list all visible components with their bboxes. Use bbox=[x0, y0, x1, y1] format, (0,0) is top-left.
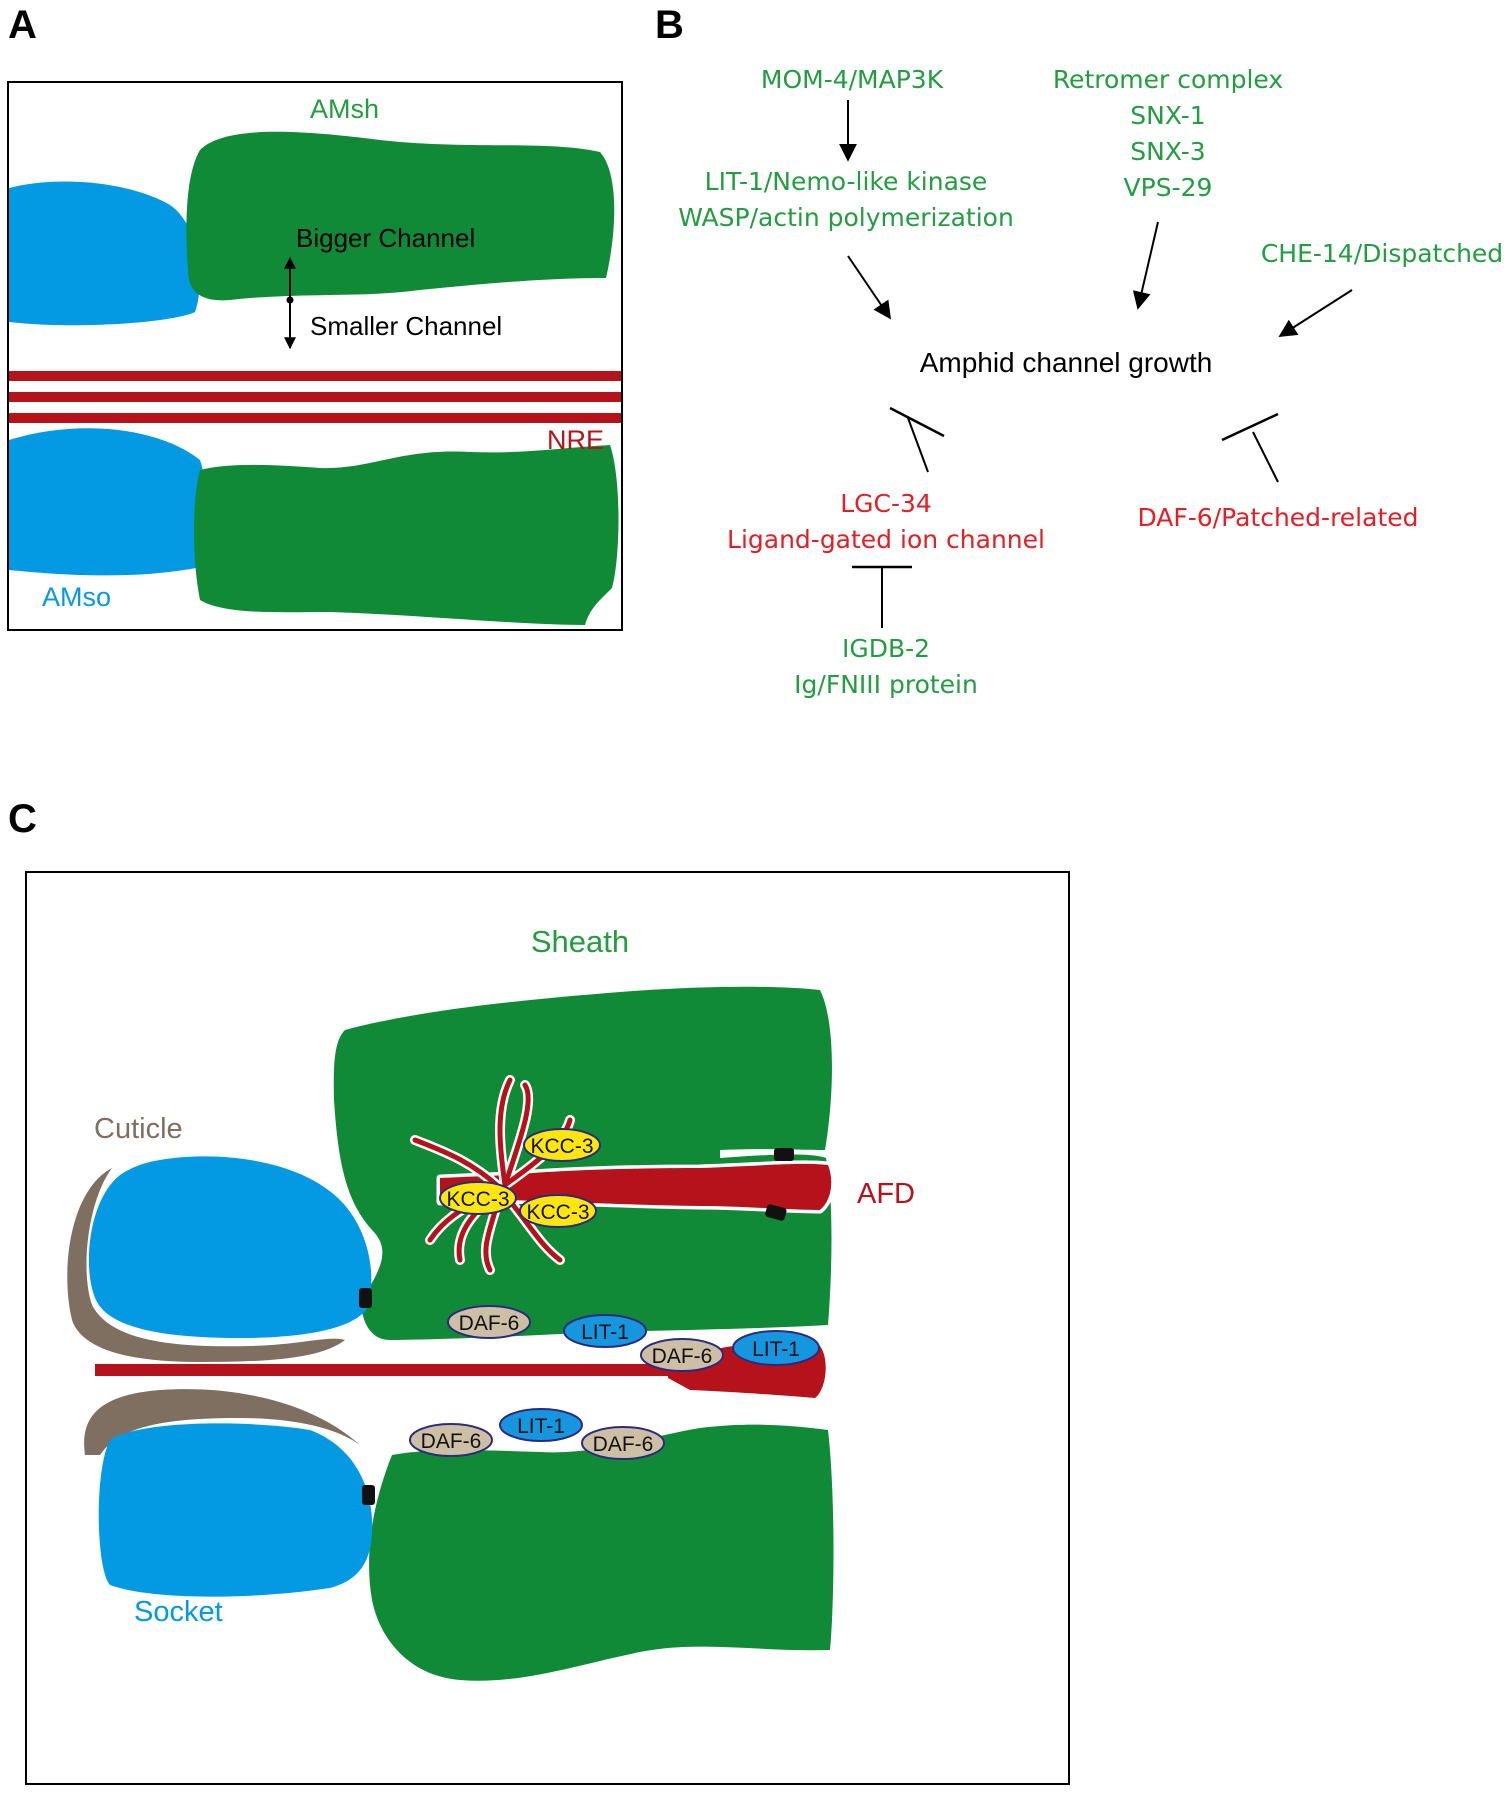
lgc34-inhibition-bar bbox=[889, 406, 945, 438]
junction-4 bbox=[362, 1485, 375, 1505]
panel-a-frame bbox=[7, 81, 623, 631]
retromer-label: Retromer complex bbox=[1053, 65, 1283, 94]
daf6-protein-4: DAF-6 bbox=[581, 1426, 665, 1460]
lower-sheath-shape bbox=[194, 445, 619, 625]
panel-c-frame bbox=[25, 871, 1070, 1785]
panel-c: C Sheath Cuticle AFD Socket bbox=[8, 797, 1070, 1785]
kcc3-protein-1: KCC-3 bbox=[523, 1128, 601, 1162]
junction-2 bbox=[765, 1204, 787, 1221]
daf6-protein-3: DAF-6 bbox=[409, 1423, 493, 1457]
nre-stripe-1 bbox=[9, 371, 621, 381]
retromer-to-growth-arrow bbox=[1132, 221, 1159, 310]
igdb2-label-line1: IGDB-2 bbox=[842, 634, 930, 663]
lit1-label-3: LIT-1 bbox=[517, 1415, 565, 1438]
kcc3-label-2: KCC-3 bbox=[446, 1188, 509, 1211]
smaller-channel-label: Smaller Channel bbox=[310, 311, 502, 341]
upper-cuticle bbox=[67, 1168, 345, 1362]
snx1-label: SNX-1 bbox=[1130, 101, 1205, 130]
lit1-to-growth-arrow bbox=[847, 255, 892, 320]
panel-a-letter: A bbox=[8, 3, 37, 47]
amsh-label: AMsh bbox=[310, 94, 379, 124]
lit1-protein-3: LIT-1 bbox=[499, 1408, 583, 1442]
snx3-label: SNX-3 bbox=[1130, 137, 1205, 166]
kcc3-label-1: KCC-3 bbox=[530, 1135, 593, 1158]
panel-b: B MOM-4/MAP3K LIT-1/Nemo-like kinase WAS… bbox=[655, 3, 1503, 699]
afd-axon bbox=[95, 1364, 670, 1376]
che14-to-growth-arrow bbox=[1278, 289, 1353, 337]
upper-socket-shape bbox=[9, 181, 200, 326]
che14-label: CHE-14/Dispatched bbox=[1261, 239, 1503, 268]
daf6-protein-2: DAF-6 bbox=[640, 1338, 724, 1372]
kcc3-protein-2: KCC-3 bbox=[439, 1181, 517, 1215]
sheath-label: Sheath bbox=[531, 924, 629, 959]
panel-a: A AMsh AMso NRE Bigger Channel Smaller C… bbox=[7, 3, 623, 631]
cuticle-label: Cuticle bbox=[94, 1113, 183, 1145]
lit1-protein-2: LIT-1 bbox=[732, 1330, 820, 1366]
upper-sheath-shape bbox=[186, 131, 615, 301]
daf6-inhibition-bar bbox=[1221, 412, 1279, 442]
amso-label: AMso bbox=[42, 582, 111, 612]
lit1-protein-1: LIT-1 bbox=[563, 1314, 647, 1348]
lgc34-label-line1: LGC-34 bbox=[840, 489, 932, 518]
lgc34-inhibition-stem bbox=[907, 417, 929, 473]
daf6-label-3: DAF-6 bbox=[421, 1430, 482, 1453]
panel-c-letter: C bbox=[8, 797, 37, 841]
mom4-label: MOM-4/MAP3K bbox=[761, 65, 944, 94]
lower-cuticle bbox=[84, 1389, 360, 1455]
nre-stripe-2 bbox=[9, 392, 621, 402]
igdb2-label-line2: Ig/FNIII protein bbox=[794, 670, 978, 699]
daf6-inhibition-stem bbox=[1252, 431, 1279, 483]
daf6-label-4: DAF-6 bbox=[593, 1433, 654, 1456]
junction-1 bbox=[774, 1148, 794, 1161]
kcc3-protein-3: KCC-3 bbox=[519, 1194, 597, 1228]
daf6-protein-1: DAF-6 bbox=[447, 1305, 531, 1339]
lit1-label-1: LIT-1 bbox=[581, 1321, 629, 1344]
vps29-label: VPS-29 bbox=[1124, 173, 1213, 202]
amphid-channel-growth: Amphid channel growth bbox=[920, 347, 1213, 378]
kcc3-label-3: KCC-3 bbox=[526, 1201, 589, 1224]
nre-label: NRE bbox=[547, 425, 604, 455]
arrow-center-dot bbox=[286, 296, 294, 304]
lower-socket-shape bbox=[98, 1423, 373, 1597]
lgc34-label-line2: Ligand-gated ion channel bbox=[727, 525, 1045, 554]
daf6-label: DAF-6/Patched-related bbox=[1137, 503, 1418, 532]
daf6-label-2: DAF-6 bbox=[652, 1345, 713, 1368]
panel-b-letter: B bbox=[655, 3, 684, 47]
lower-sheath-shape bbox=[369, 1424, 834, 1681]
lower-socket-shape bbox=[9, 428, 208, 576]
socket-label: Socket bbox=[134, 1596, 223, 1628]
nre-stripe-3 bbox=[9, 413, 621, 423]
junction-3 bbox=[359, 1288, 372, 1308]
daf6-label-1: DAF-6 bbox=[459, 1312, 520, 1335]
bigger-channel-label: Bigger Channel bbox=[296, 223, 475, 253]
upper-socket-shape bbox=[88, 1156, 372, 1338]
lit1-label-2: LIT-1 bbox=[752, 1338, 800, 1361]
lit1-label-line2: WASP/actin polymerization bbox=[678, 203, 1014, 232]
lit1-label-line1: LIT-1/Nemo-like kinase bbox=[705, 167, 988, 196]
afd-label: AFD bbox=[857, 1178, 915, 1210]
